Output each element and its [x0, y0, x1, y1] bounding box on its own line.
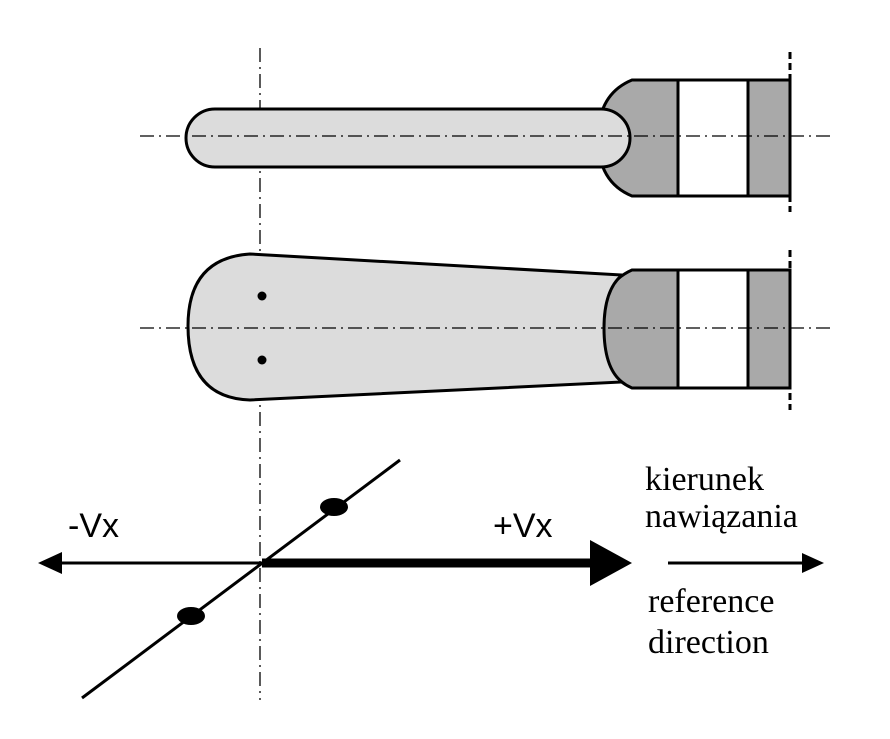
reference-direction-arrowhead	[802, 553, 824, 573]
positive-vx-arrowhead	[590, 540, 632, 586]
reference-label-line1: reference	[648, 583, 774, 620]
kierunek-label-line1: kierunek	[645, 461, 764, 498]
lower-probe-body	[186, 252, 627, 402]
characteristic-point-upper	[320, 498, 348, 516]
characteristic-point-lower	[177, 607, 205, 625]
neg-vx-label: -Vx	[68, 507, 119, 545]
lower-probe-dot-upper	[257, 291, 267, 301]
characteristic-line	[81, 458, 401, 700]
negative-vx-arrowhead	[38, 552, 62, 574]
upper-probe	[140, 52, 832, 212]
upper-probe-stem	[184, 107, 632, 169]
lower-probe-dot-lower	[257, 355, 267, 365]
kierunek-label-line2: nawiązania	[645, 498, 798, 535]
upper-probe-white-band	[676, 78, 750, 198]
velocity-axis	[38, 458, 632, 700]
pos-vx-label: +Vx	[493, 507, 553, 545]
lower-probe-white-band	[676, 268, 750, 390]
lower-probe	[140, 250, 832, 410]
reference-label-line2: direction	[648, 624, 769, 661]
